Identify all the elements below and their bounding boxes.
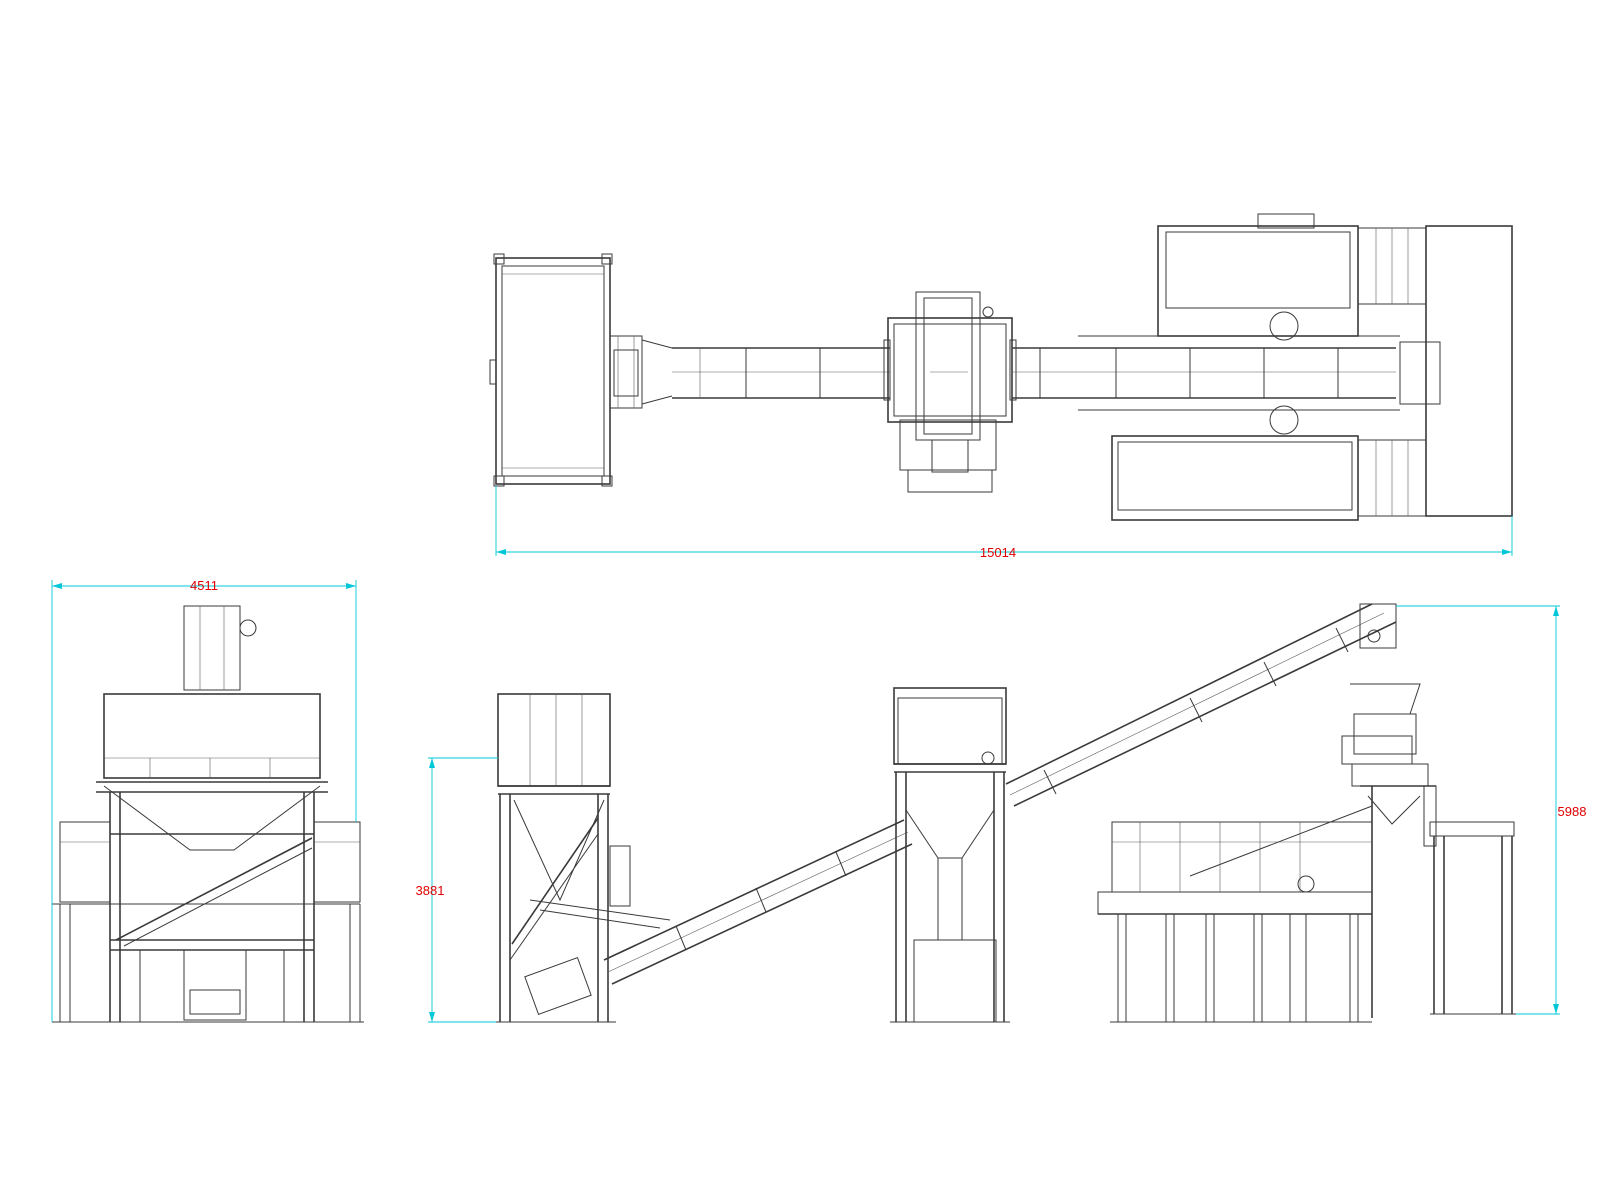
elevation-transfer-tower: [893, 687, 1007, 1023]
overall-height-label: 5988: [1558, 804, 1587, 819]
elevation-conveyor-1: [529, 819, 913, 985]
plan-conveyor-1: [672, 347, 890, 399]
plan-view: 15014: [489, 213, 1513, 560]
hopper-height-label: 3881: [416, 883, 445, 898]
plan-transition-chute: [609, 335, 673, 409]
hopper-height-dimension: [428, 757, 498, 1023]
elevation-crusher-unit: [1341, 683, 1516, 1018]
overall-height-dimension: [1396, 605, 1560, 1015]
plan-length-label: 15014: [980, 545, 1016, 560]
elevation-screen-platform: [1097, 805, 1373, 1023]
plan-upper-bins: [1157, 213, 1513, 517]
elevation-conveyor-2: [1005, 603, 1397, 807]
front-width-label: 4511: [190, 578, 218, 593]
plan-feed-hopper: [489, 253, 613, 487]
elevation-feed-hopper: [497, 693, 631, 1022]
plan-transfer-station: [883, 291, 1017, 493]
front-view: [51, 580, 364, 1023]
plan-lower-bins: [1111, 341, 1441, 521]
plan-length-dimension: [495, 486, 1513, 556]
plan-conveyor-2: [1012, 335, 1400, 411]
side-elevation: [428, 603, 1560, 1023]
